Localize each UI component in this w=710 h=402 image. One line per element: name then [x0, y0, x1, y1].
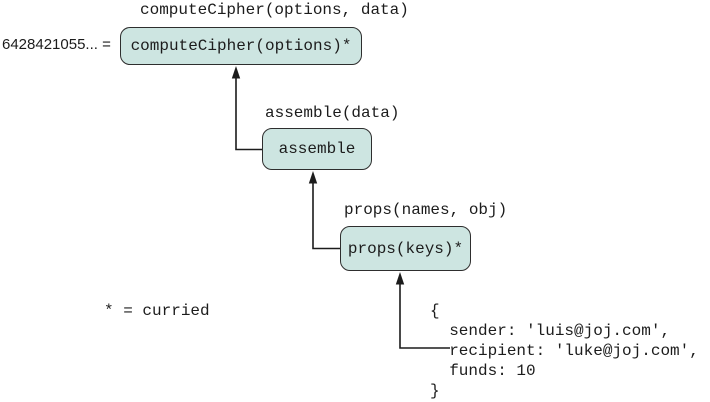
signature-props: props(names, obj)	[344, 201, 508, 219]
arrow-line-props-to-assemble	[312, 182, 340, 250]
node-assemble-label: assemble	[278, 140, 356, 158]
arrowhead-props-to-assemble	[308, 171, 318, 184]
node-props-label: props(keys)*	[347, 239, 464, 258]
result-value: 6428421055... =	[2, 36, 111, 53]
curried-note: * = curried	[104, 302, 210, 320]
input-object-literal: { sender: 'luis@joj.com', recipient: 'lu…	[430, 302, 699, 400]
node-computecipher-label: computeCipher(options)*	[130, 37, 352, 55]
arrowhead-object-to-props	[395, 272, 405, 285]
signature-assemble: assemble(data)	[265, 104, 400, 122]
node-computecipher: computeCipher(options)*	[120, 27, 362, 65]
node-props: props(keys)*	[340, 226, 471, 271]
arrow-line-object-to-props	[399, 283, 450, 349]
arrow-line-assemble-to-computecipher	[235, 77, 262, 151]
signature-computecipher: computeCipher(options, data)	[140, 1, 409, 19]
arrowhead-assemble-to-computecipher	[231, 66, 241, 79]
node-assemble: assemble	[262, 128, 372, 170]
